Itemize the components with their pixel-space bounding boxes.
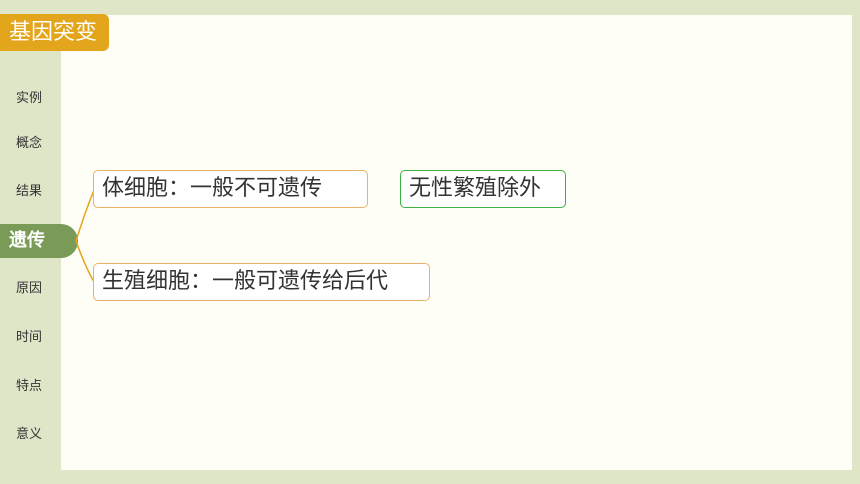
nav-item-significance[interactable]: 意义: [15, 427, 42, 442]
nav-item-result[interactable]: 结果: [15, 184, 42, 199]
germ-cell-box: 生殖细胞：一般可遗传给后代: [93, 263, 430, 301]
page-title: 基因突变: [0, 14, 110, 51]
nav-item-example[interactable]: 实例: [15, 91, 42, 106]
nav-item-feature[interactable]: 特点: [15, 379, 42, 394]
nav-item-concept[interactable]: 概念: [15, 136, 42, 151]
somatic-cell-box: 体细胞：一般不可遗传: [93, 170, 368, 208]
content-area: [61, 15, 852, 470]
nav-item-active-label: 遗传: [9, 230, 45, 251]
asexual-exception-box: 无性繁殖除外: [400, 170, 566, 208]
sidebar: [0, 55, 61, 484]
nav-item-cause[interactable]: 原因: [15, 281, 42, 296]
nav-item-heredity-active[interactable]: 遗传: [0, 224, 78, 258]
nav-item-time[interactable]: 时间: [15, 330, 42, 345]
